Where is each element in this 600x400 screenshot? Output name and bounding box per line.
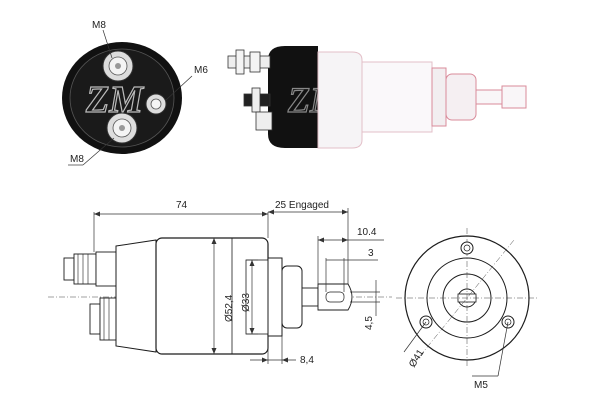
length-dimension: 74 [176,200,188,211]
tip-length-dimension: 8,4 [300,355,314,366]
small-thread-label: M6 [194,65,208,76]
flange-offset-dimension: 10.4 [357,227,377,238]
body-diameter-dimension: Ø52,4 [224,294,235,322]
side-profile-view: ZM [227,46,527,149]
dimensioned-side-view: 74 25 Engaged 10.4 3 Ø52,4 Ø33 [48,200,392,366]
slot-width-dimension: 3 [368,248,374,259]
bolt-circle-dimension: Ø41 [407,347,427,369]
top-m8-terminal [102,50,134,82]
mount-thread-label: M5 [474,380,488,391]
rod-dimension: 4,5 [364,316,375,330]
flange-face-view: Ø41 M5 [396,228,538,391]
terminal-end-view: ZM M8 M8 M6 [62,20,208,166]
bottom-thread-label: M8 [70,154,84,165]
bottom-m8-terminal [106,112,138,144]
mounting-hole-icon [460,241,474,255]
top-thread-label: M8 [92,20,106,31]
bore-diameter-dimension: Ø33 [241,293,252,312]
m6-terminal [145,93,167,115]
engaged-dimension: 25 Engaged [275,200,329,211]
